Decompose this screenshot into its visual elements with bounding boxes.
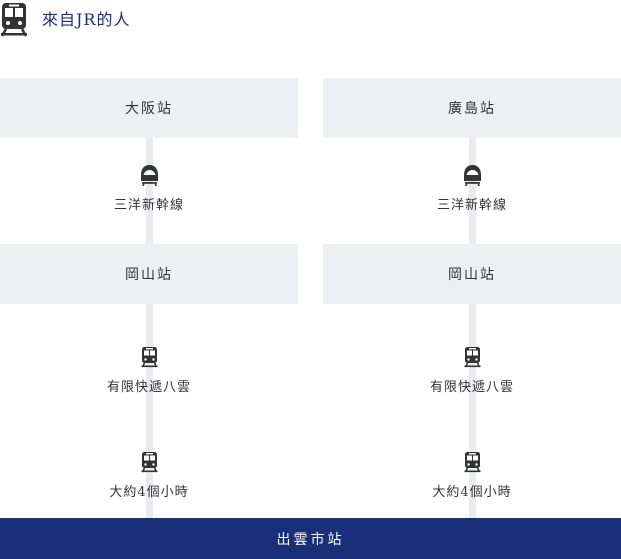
train-icon [141, 452, 158, 473]
train-icon [464, 452, 481, 473]
leg-label: 三洋新幹線 [436, 198, 507, 213]
leg-label: 大約4個小時 [432, 485, 512, 500]
train-icon [0, 3, 28, 37]
station-box-start: 大阪站 [0, 78, 298, 138]
route-hiroshima: 廣島站 三洋新幹線 岡山站 有限快遞八雲 [323, 78, 621, 518]
station-box-transfer: 岡山站 [0, 244, 298, 304]
station-box-transfer: 岡山站 [323, 244, 621, 304]
route-line [146, 138, 153, 518]
leg-label: 有限快遞八雲 [429, 380, 514, 395]
shinkansen-icon [464, 165, 481, 186]
train-icon [141, 347, 158, 368]
route-osaka: 大阪站 三洋新幹線 岡山站 有限快遞八雲 [0, 78, 298, 518]
shinkansen-icon [141, 165, 158, 186]
leg-label: 大約4個小時 [109, 485, 189, 500]
leg-label: 有限快遞八雲 [106, 380, 191, 395]
leg-label: 三洋新幹線 [113, 198, 184, 213]
destination-bar: 出雲市站 [0, 518, 621, 559]
route-line [469, 138, 476, 518]
station-box-start: 廣島站 [323, 78, 621, 138]
section-header: 來自JR的人 [0, 0, 621, 38]
train-icon [464, 347, 481, 368]
page-title: 來自JR的人 [42, 10, 131, 29]
